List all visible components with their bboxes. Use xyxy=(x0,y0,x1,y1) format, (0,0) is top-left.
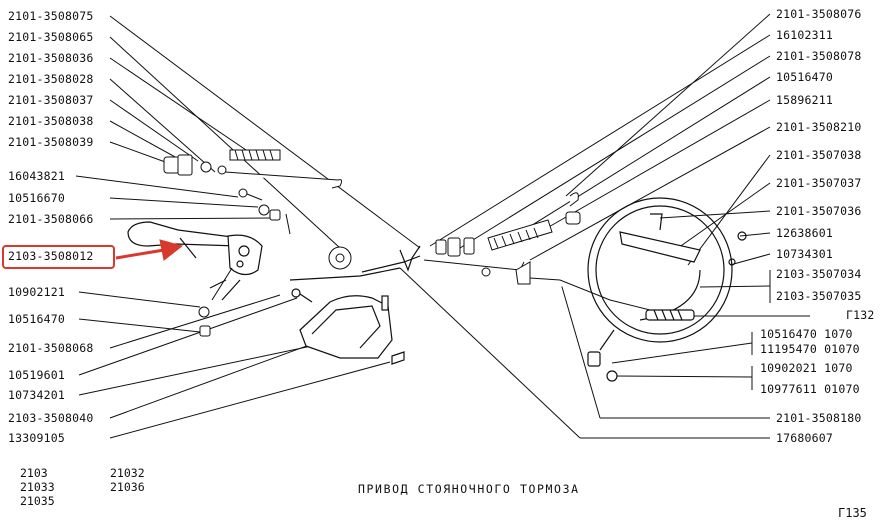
model-code: 21032 xyxy=(110,466,145,480)
ref-label: Г132 xyxy=(846,308,875,322)
part-label: 2101-3508037 xyxy=(8,93,94,107)
part-label: 10516670 xyxy=(8,191,65,205)
model-code: 21035 xyxy=(20,494,55,508)
part-label: 10902021 1070 xyxy=(760,361,853,375)
part-label: 12638601 xyxy=(776,226,833,240)
part-label: 2103-3507035 xyxy=(776,289,862,303)
part-label: 10902121 xyxy=(8,285,65,299)
diagram-caption: ПРИВОД СТОЯНОЧНОГО ТОРМОЗА xyxy=(358,482,580,496)
part-label: 10977611 01070 xyxy=(760,382,860,396)
models-column-1: 2103 21033 21035 xyxy=(20,466,55,508)
part-label: 10734301 xyxy=(776,247,833,261)
part-label: 10734201 xyxy=(8,388,65,402)
part-label: 2101-3508076 xyxy=(776,7,862,21)
part-label: 2101-3507038 xyxy=(776,148,862,162)
part-label: 2101-3508210 xyxy=(776,120,862,134)
part-label: 17680607 xyxy=(776,431,833,445)
part-label: 13309105 xyxy=(8,431,65,445)
part-label: 2101-3508028 xyxy=(8,72,94,86)
part-label: 2101-3507037 xyxy=(776,176,862,190)
part-label: 2101-3507036 xyxy=(776,204,862,218)
part-label: 2101-3508180 xyxy=(776,411,862,425)
part-label: 2101-3508036 xyxy=(8,51,94,65)
part-label: 11195470 01070 xyxy=(760,342,860,356)
model-code: 21033 xyxy=(20,480,55,494)
part-label: 2101-3508039 xyxy=(8,135,94,149)
part-label: 10519601 xyxy=(8,368,65,382)
part-label: 2101-3508078 xyxy=(776,49,862,63)
part-label: 2103-3507034 xyxy=(776,267,862,281)
part-label: 10516470 1070 xyxy=(760,327,853,341)
page-number: Г135 xyxy=(838,506,867,520)
part-label: 2103-3508040 xyxy=(8,411,94,425)
part-label: 2101-3508075 xyxy=(8,9,94,23)
part-label: 10516470 xyxy=(8,312,65,326)
part-label: 15896211 xyxy=(776,93,833,107)
model-code: 2103 xyxy=(20,466,48,480)
part-label: 16043821 xyxy=(8,169,65,183)
part-label: 2101-3508068 xyxy=(8,341,94,355)
part-label: 2101-3508066 xyxy=(8,212,94,226)
part-label: 2101-3508038 xyxy=(8,114,94,128)
models-column-2: 21032 21036 xyxy=(110,466,145,494)
highlighted-part-label[interactable]: 2103-3508012 xyxy=(8,249,94,263)
model-code: 21036 xyxy=(110,480,145,494)
part-label: 2101-3508065 xyxy=(8,30,94,44)
part-label: 10516470 xyxy=(776,70,833,84)
part-label: 16102311 xyxy=(776,28,833,42)
highlight-box xyxy=(2,245,115,269)
